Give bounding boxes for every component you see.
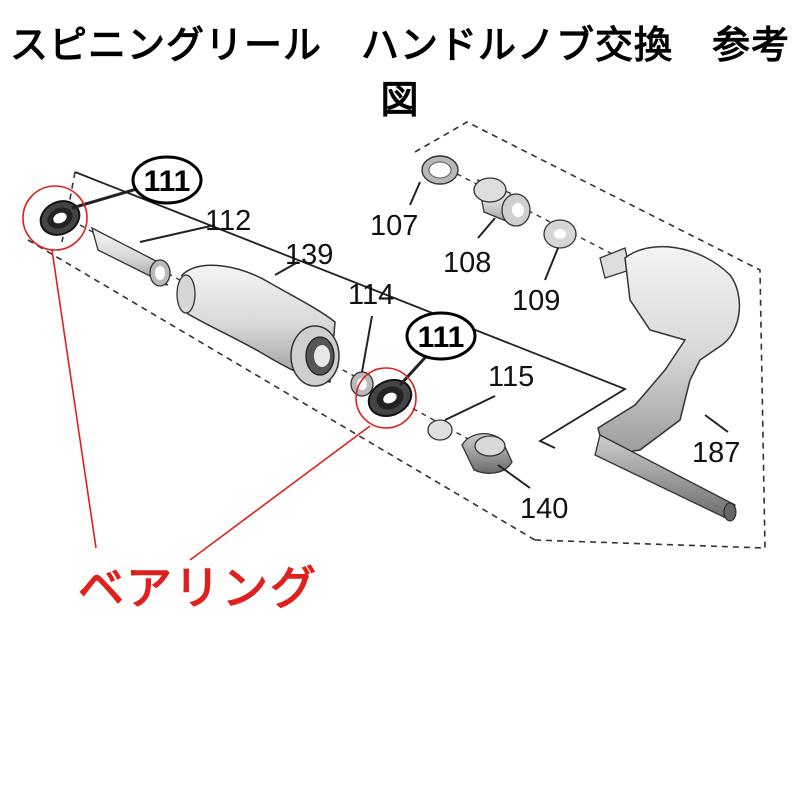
assembly-outline-handle-top bbox=[414, 121, 766, 549]
spacer-114 bbox=[350, 371, 374, 397]
part-number-107: 107 bbox=[370, 210, 418, 242]
part-number-109: 109 bbox=[512, 285, 560, 317]
cap-140 bbox=[461, 433, 513, 474]
part-number-187: 187 bbox=[692, 437, 740, 469]
assembly-outline-left-bottom bbox=[27, 239, 536, 541]
part-number-140: 140 bbox=[520, 493, 568, 525]
ring-107 bbox=[421, 155, 459, 185]
part-number-115: 115 bbox=[488, 361, 534, 393]
washer-109 bbox=[543, 219, 577, 249]
bushing-108 bbox=[473, 177, 531, 227]
bearing-111-left bbox=[39, 200, 81, 236]
bearing-111-right bbox=[367, 379, 413, 417]
bearing-label: ベアリング bbox=[78, 561, 318, 615]
part-111-circle-left bbox=[131, 155, 203, 205]
assembly-outline-knob bbox=[74, 171, 628, 449]
assembly-outline-handle-bottom bbox=[534, 539, 766, 549]
knob-139 bbox=[176, 264, 340, 387]
collar-112 bbox=[90, 226, 171, 287]
part-number-108: 108 bbox=[443, 247, 491, 279]
part-number-114: 114 bbox=[348, 279, 394, 311]
part-number-112: 112 bbox=[205, 205, 251, 237]
part-number-139: 139 bbox=[285, 239, 333, 271]
diagram-title: スピニングリール ハンドルノブ交換 参考図 bbox=[9, 23, 790, 122]
part-number-111-left: 111 bbox=[144, 165, 191, 198]
screw-115 bbox=[427, 419, 453, 441]
part-number-111-right: 111 bbox=[418, 321, 465, 354]
part-111-circle-right bbox=[405, 311, 477, 361]
handle-arm-187 bbox=[594, 246, 741, 522]
bearing-callout bbox=[22, 185, 417, 561]
